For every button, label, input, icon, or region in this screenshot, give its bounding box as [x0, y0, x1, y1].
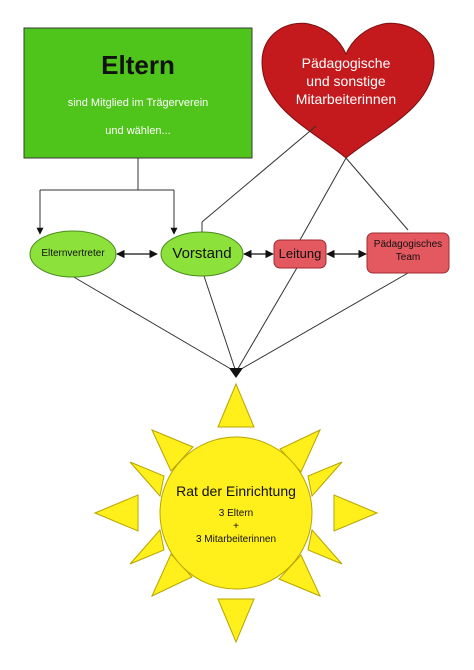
convergence-arrowhead — [229, 368, 243, 378]
heart-line1: Pädagogische — [301, 55, 391, 71]
leitung-node — [273, 239, 327, 269]
sun-connectors — [71, 265, 409, 373]
vorstand-node — [160, 231, 244, 277]
team-node — [366, 232, 450, 274]
sun-title: Rat der Einrichtung — [176, 483, 296, 499]
sun-line2: + — [233, 521, 239, 532]
heart-connectors — [201, 125, 409, 241]
sun-line3: 3 Mitarbeiterinnen — [195, 534, 277, 545]
team-line2: Team — [395, 252, 421, 263]
team-label: Pädagogisches Team — [367, 238, 449, 264]
sun-line1: 3 Eltern — [218, 508, 254, 519]
eltern-line1: sind Mitglied im Trägerverein — [67, 97, 209, 109]
elternvertreter-node — [29, 230, 117, 278]
sun-disk — [159, 436, 313, 590]
leitung-label: Leitung — [278, 246, 322, 261]
eltern-box — [23, 27, 253, 159]
heart-shape — [261, 22, 435, 159]
eltern-connector — [36, 158, 178, 235]
vorstand-label: Vorstand — [172, 245, 232, 262]
heart-label: Pädagogische und sonstige Mitarbeiterinn… — [272, 54, 420, 108]
eltern-title: Eltern — [101, 50, 175, 80]
elternvertreter-label: Elternvertreter — [41, 248, 105, 259]
eltern-line2: und wählen... — [105, 125, 171, 137]
heart-line2: und sonstige — [306, 73, 386, 89]
team-line1: Pädagogisches — [373, 239, 443, 250]
sun-rays — [93, 382, 379, 644]
heart-line3: Mitarbeiterinnen — [295, 91, 397, 107]
